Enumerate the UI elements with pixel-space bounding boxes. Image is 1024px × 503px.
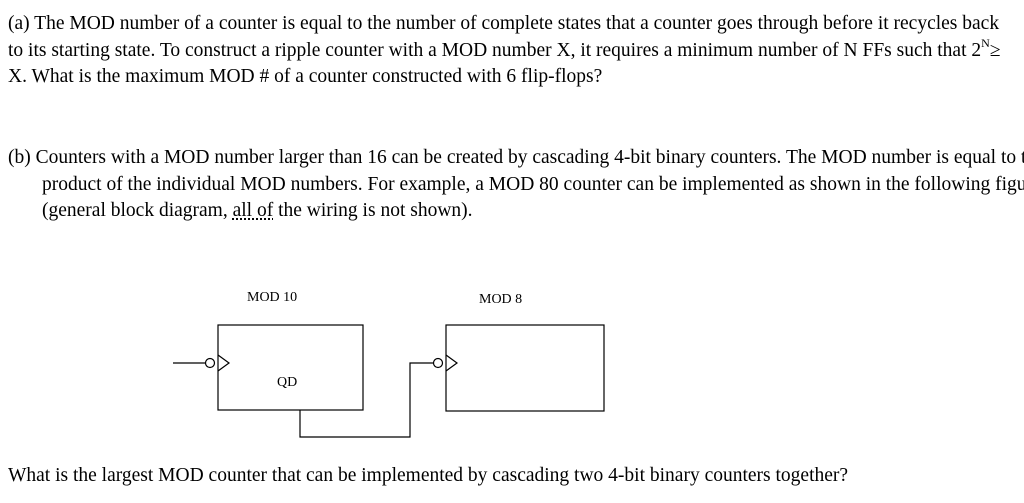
block1-clock-triangle <box>217 354 231 372</box>
block1-output-label: QD <box>277 375 297 390</box>
final-question: What is the largest MOD counter that can… <box>8 465 849 486</box>
part-b-text-main: (b) Counters with a MOD number larger th… <box>8 147 1024 221</box>
part-b-text: (b) Counters with a MOD number larger th… <box>8 145 1024 225</box>
part-b-text-end: the wiring is not shown). <box>273 200 473 221</box>
part-a-text: (a) The MOD number of a counter is equal… <box>8 11 1018 91</box>
part-b-underlined-text: all of <box>232 200 274 221</box>
block2-label: MOD 8 <box>479 292 522 307</box>
mod10-counter-block <box>217 324 364 411</box>
part-a-text-main: (a) The MOD number of a counter is equal… <box>8 13 1000 61</box>
part-a-superscript: N <box>981 36 990 50</box>
block2-inversion-bubble <box>432 357 444 369</box>
mod8-counter-block <box>445 324 605 412</box>
block1-inversion-bubble <box>204 357 216 369</box>
part-a-text-end: ≥ X. What is the maximum MOD # of a coun… <box>8 39 1001 88</box>
block1-label: MOD 10 <box>247 290 297 305</box>
cascade-wire <box>299 362 433 438</box>
block2-clock-triangle <box>445 354 459 372</box>
